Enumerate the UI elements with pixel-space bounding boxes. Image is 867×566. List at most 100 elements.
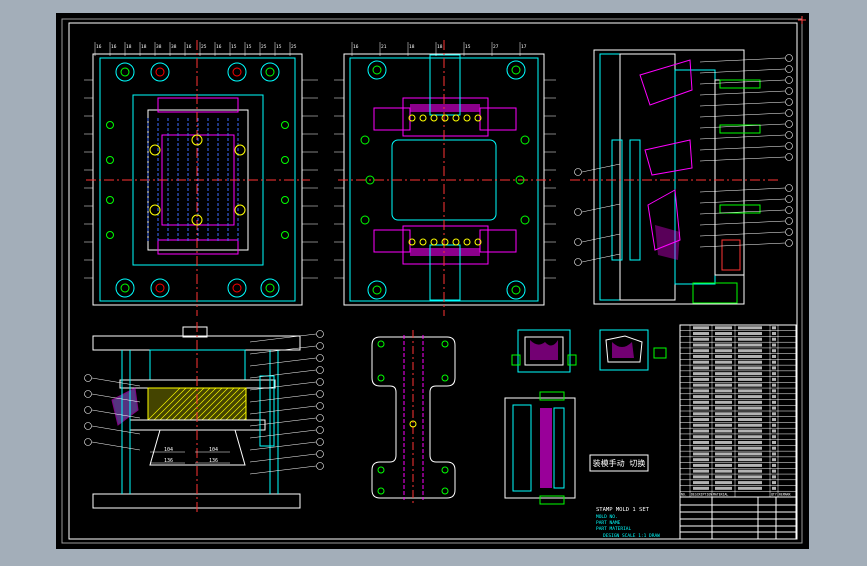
bolt-hole: [367, 280, 387, 300]
bom-cell-text: [738, 475, 762, 479]
bom-cell-text: [693, 326, 709, 330]
bom-cell-text: [715, 343, 732, 347]
bolt-hole: [115, 278, 135, 298]
leader-line: [249, 381, 317, 391]
bolt-hole-inner: [265, 283, 275, 293]
pin-hole: [430, 114, 438, 122]
leader-line: [699, 68, 786, 74]
bom-cell-text: [693, 452, 709, 456]
pin-hole: [463, 238, 471, 246]
balloon: [785, 206, 793, 214]
dim-label: 18: [141, 44, 147, 50]
bolt-hole: [150, 62, 170, 82]
balloon: [84, 406, 92, 414]
leader-line: [249, 417, 317, 427]
dim-label: 16: [353, 44, 359, 50]
dim-label: 16: [111, 44, 117, 50]
bom-cell-text: [772, 463, 776, 467]
bom-cell-text: [738, 377, 762, 381]
bom-cell-text: [693, 406, 709, 410]
leader-line: [91, 409, 141, 419]
dim-label: 18: [409, 44, 415, 50]
dim-label: 18: [126, 44, 132, 50]
bom-cell-text: [693, 349, 709, 353]
bom-cell-text: [772, 395, 776, 399]
dim-label: 16: [186, 44, 192, 50]
bom-cell-text: [738, 463, 762, 467]
guide-hole: [281, 231, 289, 239]
bom-cell-text: [738, 481, 762, 485]
bolt-hole: [260, 62, 280, 82]
bom-cell-text: [693, 332, 709, 336]
dim-label: 15: [231, 44, 237, 50]
bolt-hole-inner: [511, 285, 521, 295]
leader-line: [91, 425, 141, 435]
bolt-hole-inner: [372, 65, 382, 75]
title-note: PART NAME: [596, 520, 621, 526]
guide-hole: [106, 156, 114, 164]
bom-cell-text: [693, 395, 709, 399]
leader-line: [699, 156, 786, 162]
bom-cell-text: [693, 377, 709, 381]
pin-hole: [441, 238, 449, 246]
hatch-line: [225, 399, 247, 421]
balloon: [84, 422, 92, 430]
bom-cell-text: [693, 372, 709, 376]
bom-cell-text: [693, 481, 709, 485]
bom-cell-text: [738, 366, 762, 370]
bom-cell-text: [693, 383, 709, 387]
bom-cell-text: [772, 383, 776, 387]
bom-cell-text: [772, 423, 776, 427]
bom-cell-text: [772, 452, 776, 456]
title-note: STAMP MOLD 1 SET: [596, 507, 650, 513]
leader-line: [699, 145, 786, 151]
bom-cell-text: [738, 406, 762, 410]
bom-cell-text: [738, 326, 762, 330]
balloon: [574, 208, 582, 216]
bolt-hole-inner: [120, 283, 130, 293]
balloon: [316, 330, 324, 338]
guide-hole: [106, 196, 114, 204]
balloon: [785, 142, 793, 150]
bom-cell-text: [738, 337, 762, 341]
bom-cell-text: [715, 429, 732, 433]
bom-cell-text: [693, 486, 709, 490]
pin-hole: [452, 114, 460, 122]
hatch-line: [171, 387, 205, 421]
bom-cell-text: [772, 400, 776, 404]
bolt-hole-inner: [511, 65, 521, 75]
guide-hole: [360, 215, 370, 225]
leader-line: [699, 90, 786, 96]
pin-hole: [441, 114, 449, 122]
bom-cell-text: [772, 326, 776, 330]
bom-cell-text: [715, 360, 732, 364]
bom-cell-text: [693, 423, 709, 427]
leader-line: [249, 429, 317, 439]
leader-line: [249, 393, 317, 403]
leader-line: [581, 233, 621, 243]
hatch-line: [189, 387, 223, 421]
bom-cell-text: [772, 418, 776, 422]
leader-line: [249, 345, 317, 355]
leader-line: [249, 369, 317, 379]
leader-line: [699, 187, 786, 193]
bom-cell-text: [738, 446, 762, 450]
bolt-hole-inner: [155, 283, 165, 293]
bom-cell-text: [715, 349, 732, 353]
balloon: [785, 76, 793, 84]
leader-line: [91, 393, 141, 403]
plate-hole: [441, 487, 449, 495]
bom-cell-text: [738, 469, 762, 473]
side-section-view: [570, 49, 793, 305]
dim-label: 25: [291, 44, 297, 50]
dim-label: 18: [437, 44, 443, 50]
balloon: [316, 354, 324, 362]
balloon: [785, 54, 793, 62]
balloon: [316, 462, 324, 470]
hatch-line: [237, 411, 247, 421]
leader-line: [91, 377, 141, 387]
